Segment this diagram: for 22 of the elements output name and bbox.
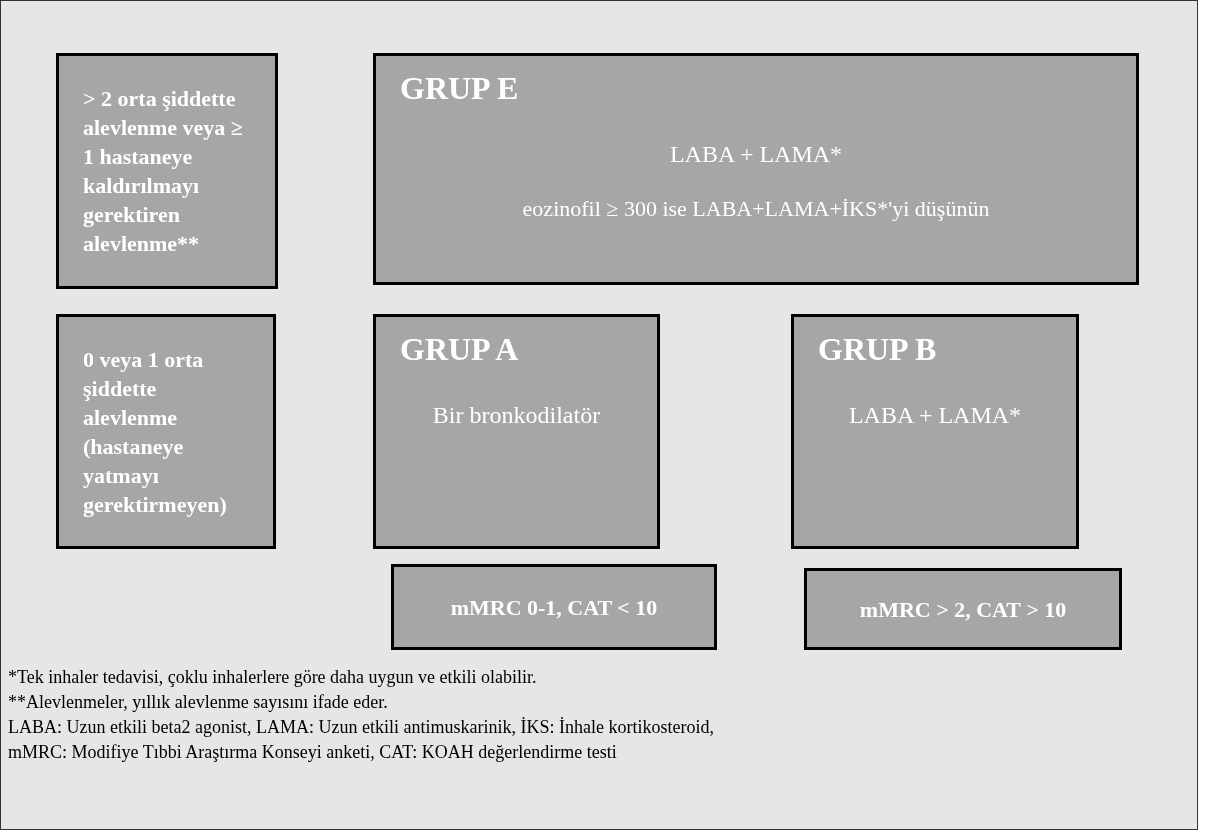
group-heading: GRUP E <box>400 69 520 108</box>
score-text: mMRC 0-1, CAT < 10 <box>450 593 658 622</box>
group-box <box>373 314 660 549</box>
treatment-text: Bir bronkodilatör <box>431 401 602 430</box>
score-box <box>804 568 1122 650</box>
treatment-text: eozinofil ≥ 300 ise LABA+LAMA+İKS*'yi düşünün <box>521 195 991 223</box>
group-box <box>373 53 1139 285</box>
score-box <box>391 564 717 650</box>
footnote-text: LABA: Uzun etkili beta2 agonist, LAMA: Uzun etkili antimuskarinik, İKS: İnhale kortikosteroid, <box>8 716 715 739</box>
treatment-text: LABA + LAMA* <box>847 401 1023 430</box>
criteria-box <box>56 314 276 549</box>
group-heading: GRUP A <box>400 330 520 369</box>
score-text: mMRC > 2, CAT > 10 <box>859 595 1067 624</box>
treatment-text: LABA + LAMA* <box>668 140 844 169</box>
footnote-text: **Alevlenmeler, yıllık alevlenme sayısını ifade eder. <box>8 691 389 714</box>
criteria-text: > 2 orta şiddette alevlenme veya ≥ 1 hastaneye kaldırılmayı gerektiren alevlenme** <box>83 85 244 258</box>
group-box <box>791 314 1079 549</box>
criteria-box <box>56 53 278 289</box>
criteria-text: 0 veya 1 orta şiddette alevlenme (hastaneye yatmayı gerektirmeyen) <box>83 345 228 519</box>
footnote-text: *Tek inhaler tedavisi, çoklu inhalerlere göre daha uygun ve etkili olabilir. <box>8 666 538 689</box>
group-heading: GRUP B <box>818 330 938 369</box>
footnote-text: mMRC: Modifiye Tıbbi Araştırma Konseyi anketi, CAT: KOAH değerlendirme testi <box>8 741 618 764</box>
